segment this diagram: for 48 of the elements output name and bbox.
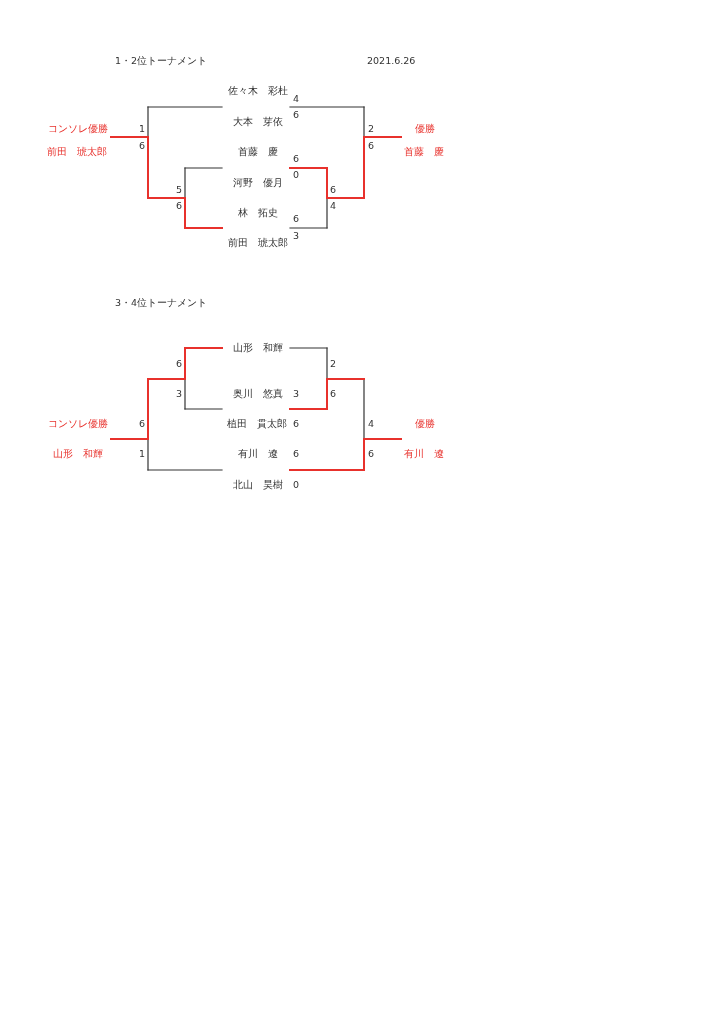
score: 1 bbox=[139, 448, 145, 460]
score: 4 bbox=[368, 418, 374, 430]
winner-name: 山形 和輝 bbox=[53, 448, 103, 460]
score: 6 bbox=[139, 140, 145, 152]
result-heading: コンソレ優勝 bbox=[48, 123, 108, 135]
score: 3 bbox=[293, 230, 299, 242]
score: 2 bbox=[368, 123, 374, 135]
result-heading: コンソレ優勝 bbox=[48, 418, 108, 430]
player-name: 林 拓史 bbox=[238, 207, 278, 219]
player-name: 佐々木 彩杜 bbox=[228, 85, 288, 97]
score: 2 bbox=[330, 358, 336, 370]
player-name: 北山 昊樹 bbox=[233, 479, 283, 491]
score: 0 bbox=[293, 169, 299, 181]
winner-name: 前田 琥太郎 bbox=[47, 146, 107, 158]
score: 6 bbox=[330, 388, 336, 400]
score: 1 bbox=[139, 123, 145, 135]
player-name: 河野 優月 bbox=[233, 177, 283, 189]
bracket-title: 3・4位トーナメント bbox=[115, 297, 208, 309]
winner-name: 有川 遼 bbox=[404, 448, 444, 460]
player-name: 山形 和輝 bbox=[233, 342, 283, 354]
player-name: 首藤 慶 bbox=[238, 146, 278, 158]
score: 6 bbox=[368, 448, 374, 460]
score: 6 bbox=[368, 140, 374, 152]
date-label: 2021.6.26 bbox=[367, 55, 416, 67]
player-name: 前田 琥太郎 bbox=[228, 237, 288, 249]
score: 6 bbox=[293, 153, 299, 165]
score: 4 bbox=[293, 93, 299, 105]
score: 3 bbox=[293, 388, 299, 400]
result-heading: 優勝 bbox=[415, 123, 435, 135]
score: 6 bbox=[293, 109, 299, 121]
score: 6 bbox=[176, 200, 182, 212]
score: 4 bbox=[330, 200, 336, 212]
score: 5 bbox=[176, 184, 182, 196]
player-name: 有川 遼 bbox=[238, 448, 278, 460]
result-heading: 優勝 bbox=[415, 418, 435, 430]
player-name: 植田 貫太郎 bbox=[227, 418, 287, 430]
score: 6 bbox=[293, 213, 299, 225]
score: 6 bbox=[293, 448, 299, 460]
winner-name: 首藤 慶 bbox=[404, 146, 444, 158]
player-name: 奥川 悠真 bbox=[233, 388, 283, 400]
score: 6 bbox=[293, 418, 299, 430]
score: 3 bbox=[176, 388, 182, 400]
bracket-title: 1・2位トーナメント bbox=[115, 55, 208, 67]
score: 6 bbox=[176, 358, 182, 370]
player-name: 大本 芽依 bbox=[233, 116, 283, 128]
score: 0 bbox=[293, 479, 299, 491]
score: 6 bbox=[139, 418, 145, 430]
score: 6 bbox=[330, 184, 336, 196]
